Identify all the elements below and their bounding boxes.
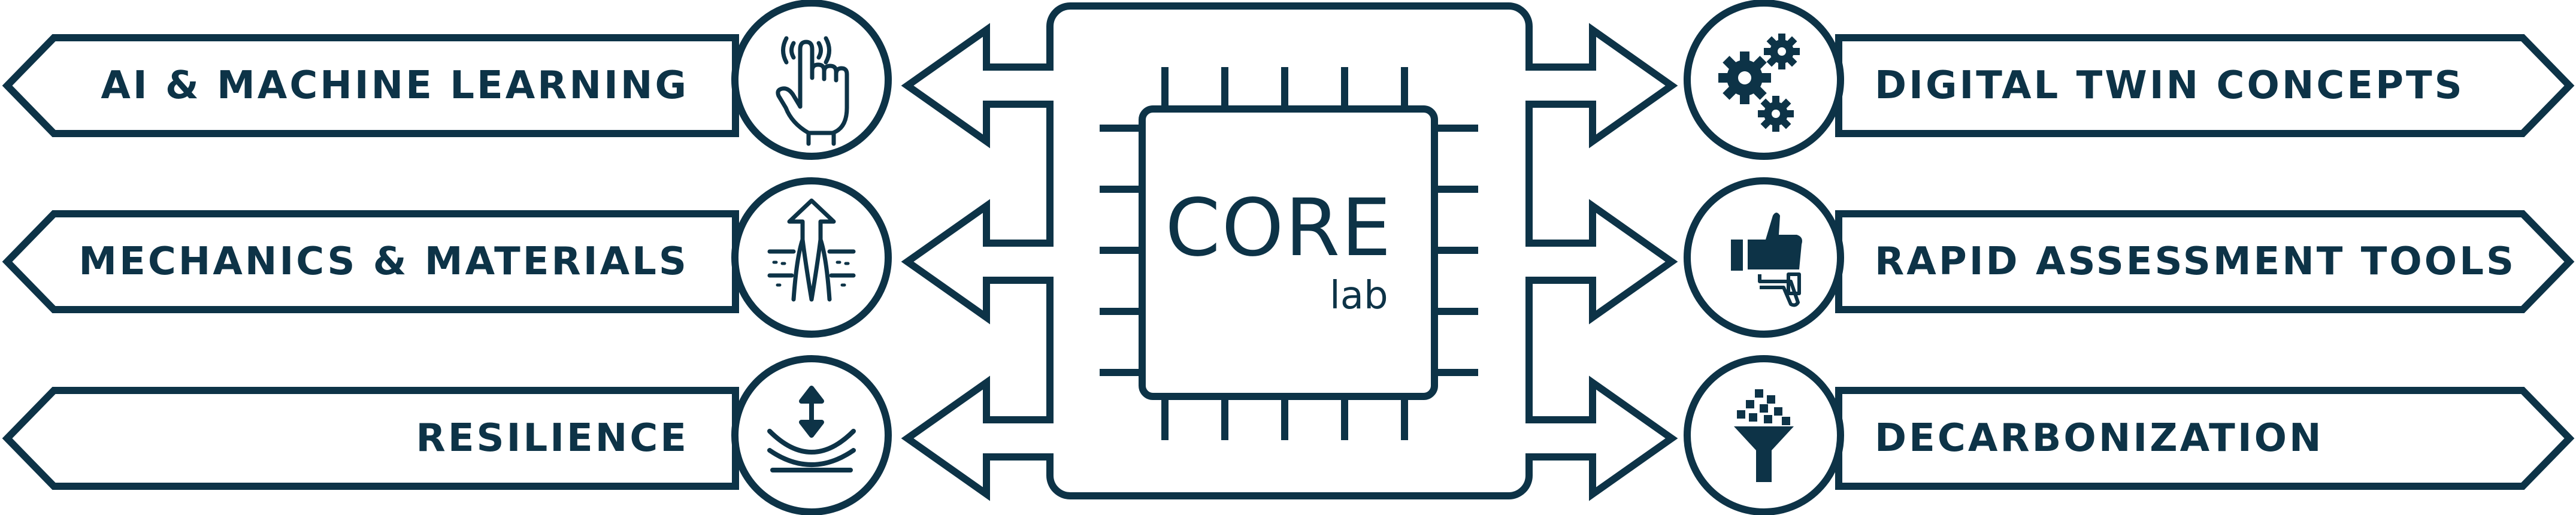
funnel-icon <box>1734 389 1794 482</box>
banner-right-decarbonization <box>1835 387 2575 490</box>
core-subtitle: lab <box>1330 274 1388 318</box>
arrow-right-2 <box>1525 199 1678 325</box>
chip-pins-right <box>1434 125 1478 376</box>
banner-right-digital-twin <box>1835 34 2575 137</box>
arrow-left-3 <box>901 375 1054 501</box>
banner-left-ai <box>2 34 739 137</box>
arrow-right-3 <box>1525 375 1678 501</box>
arrow-left-2 <box>901 199 1054 325</box>
hand-pointing-icon <box>776 36 849 146</box>
banner-right-rapid-assessment <box>1835 210 2575 313</box>
banner-left-mechanics <box>2 210 739 313</box>
chip-pins-top <box>1161 67 1408 109</box>
core-title: CORE <box>1165 182 1393 274</box>
gears-icon <box>1718 34 1800 132</box>
chip-pins-left <box>1100 125 1142 376</box>
topic-label-mechanics-materials: MECHANICS & MATERIALS <box>78 240 689 284</box>
chip-pins-bottom <box>1161 396 1408 440</box>
material-layers-arrow-icon <box>767 198 856 302</box>
topic-label-decarbonization: DECARBONIZATION <box>1875 416 2324 461</box>
topic-label-digital-twin-concepts: DIGITAL TWIN CONCEPTS <box>1875 63 2465 108</box>
arrow-left-1 <box>901 23 1054 149</box>
topic-label-resilience: RESILIENCE <box>416 416 689 461</box>
thumbs-up-down-icon <box>1731 213 1802 307</box>
spring-layers-icon <box>767 386 856 472</box>
topic-label-ai-machine-learning: AI & MACHINE LEARNING <box>101 63 689 108</box>
banner-left-resilience <box>2 387 739 490</box>
arrow-right-1 <box>1525 23 1678 149</box>
topic-label-rapid-assessment-tools: RAPID ASSESSMENT TOOLS <box>1875 240 2517 284</box>
icon-circle-mechanics <box>731 177 892 338</box>
